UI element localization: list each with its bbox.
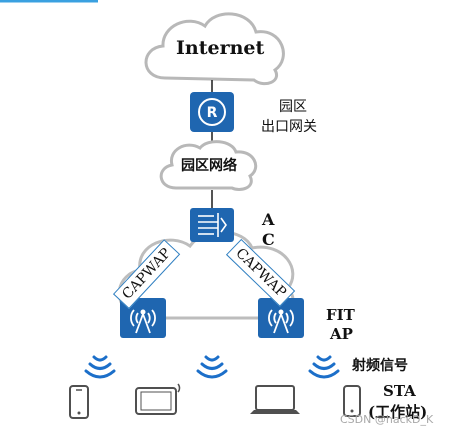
fit-ap-label: FIT [326,306,355,324]
svg-text:R: R [207,105,218,121]
ac-label: A [262,210,275,229]
campus-network-cloud [159,140,258,191]
rf-signal-label: 射频信号 [352,358,408,374]
phone-icon-right [343,385,361,417]
ac-label: C [262,230,275,249]
wifi-signal-icon [84,355,340,379]
fit-ap-left-icon [120,298,166,338]
tablet-icon [135,383,181,415]
campus-network-label: 园区网络 [181,158,237,174]
gateway-label: 出口网关 [261,119,317,135]
ac-controller-icon [190,208,234,242]
router-icon: R [190,92,234,132]
fit-ap-right-icon [258,298,304,338]
gateway-label: 园区 [279,99,307,115]
internet-cloud [144,12,285,86]
watermark: CSDN @hackD_K [340,413,434,426]
internet-label: Internet [176,37,265,59]
fit-ap-label: AP [330,325,353,343]
sta-label: STA [383,382,416,400]
laptop-icon [250,385,300,414]
phone-icon [69,385,89,419]
sta-label: (工作站) [368,403,428,421]
